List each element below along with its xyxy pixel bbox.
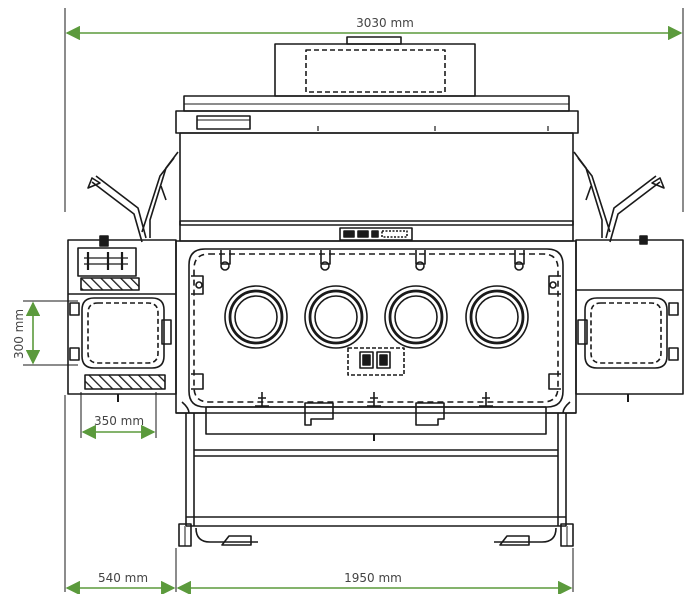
window-clamps bbox=[191, 250, 561, 390]
support-feet bbox=[178, 523, 574, 547]
glove-port-1 bbox=[224, 285, 288, 349]
right-support-arms bbox=[573, 151, 665, 243]
power-sockets bbox=[347, 347, 405, 376]
vent-grille-top-left bbox=[80, 277, 140, 291]
glovebox-machine bbox=[67, 36, 684, 547]
main-body-width-label: 1950 mm bbox=[344, 571, 402, 585]
window-height-label: 300 mm bbox=[12, 309, 26, 359]
left-support-arms bbox=[87, 151, 179, 243]
window-width-label: 350 mm bbox=[94, 414, 144, 428]
glove-port-4 bbox=[465, 285, 529, 349]
side-module-width-label: 540 mm bbox=[98, 571, 148, 585]
left-side-window bbox=[81, 297, 165, 369]
support-frame bbox=[185, 413, 567, 543]
glove-port-3 bbox=[384, 285, 448, 349]
right-antechamber bbox=[575, 235, 684, 402]
dimension-annotations: 3030 mm 300 mm 350 mm 540 mm 1950 mm bbox=[12, 8, 684, 594]
top-cabinet bbox=[175, 95, 579, 242]
top-filter-module bbox=[274, 36, 476, 97]
left-antechamber bbox=[67, 235, 177, 402]
control-panel bbox=[339, 227, 413, 241]
total-width-label: 3030 mm bbox=[356, 16, 414, 30]
glove-port-2 bbox=[304, 285, 368, 349]
right-side-window bbox=[584, 297, 668, 369]
vent-grille-bottom-left bbox=[84, 374, 166, 390]
glove-ports bbox=[224, 285, 529, 349]
bottom-tray bbox=[176, 392, 576, 441]
